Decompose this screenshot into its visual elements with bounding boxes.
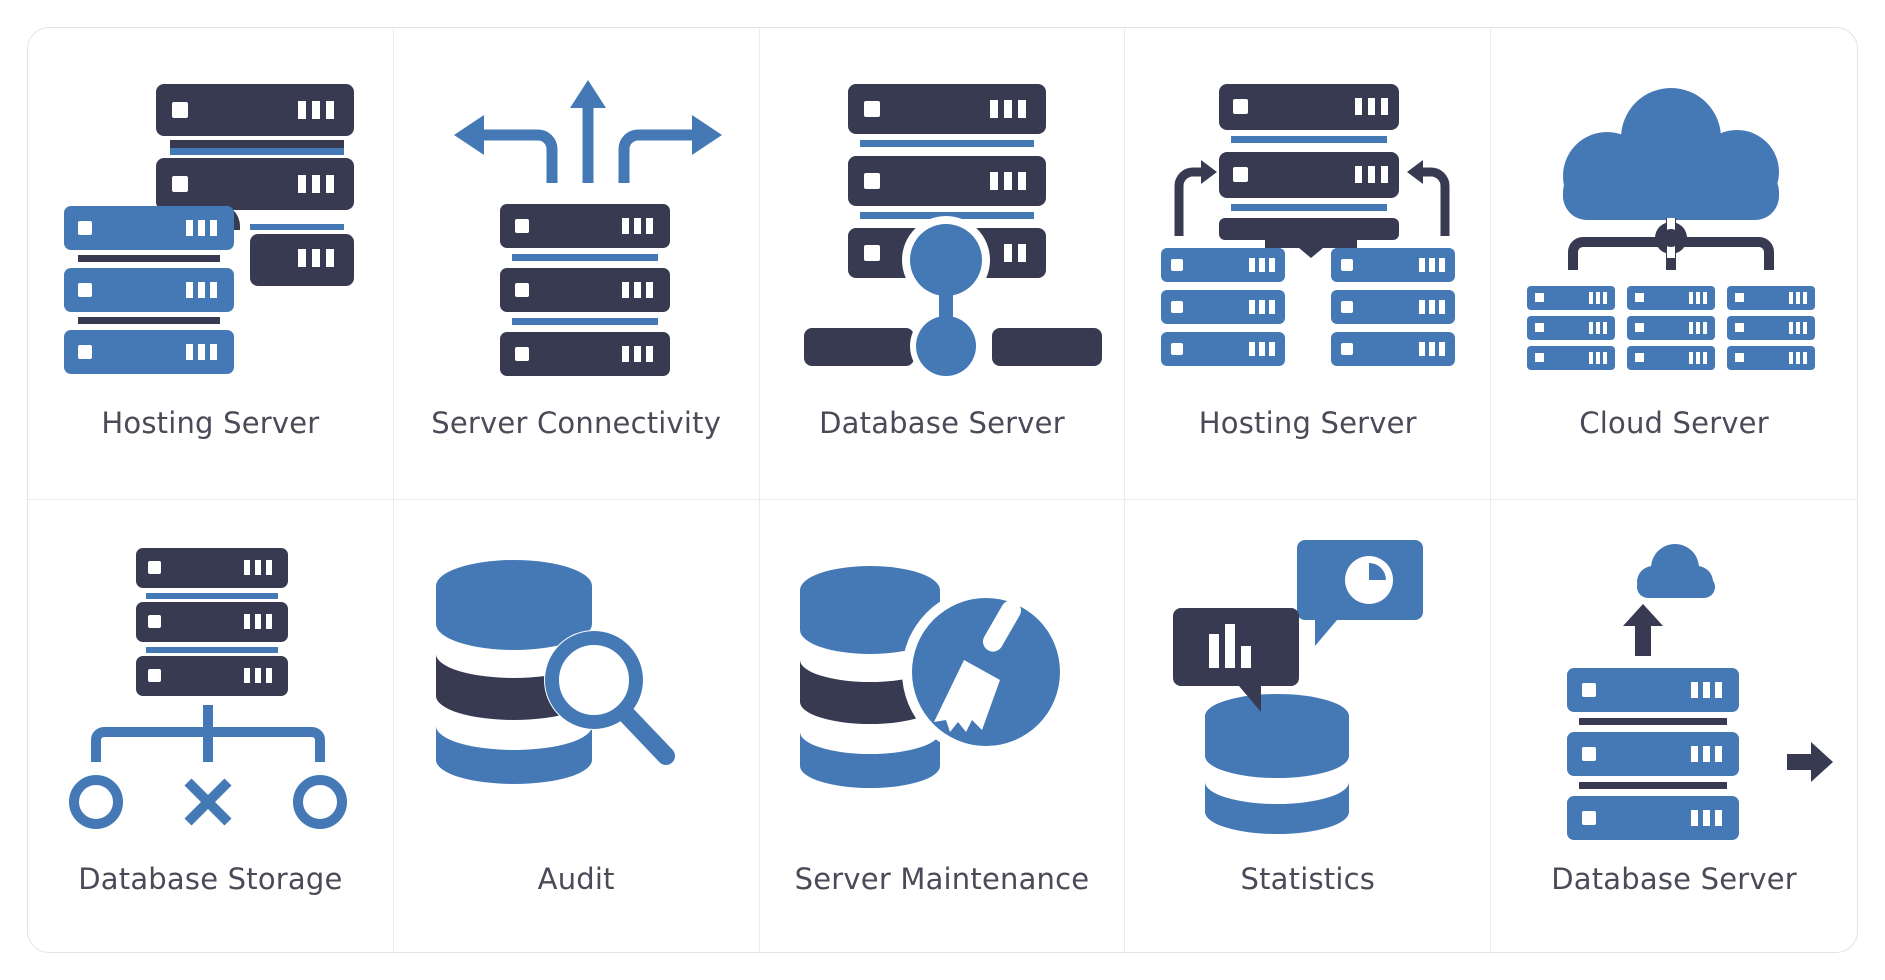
tile-label: Statistics [1240, 862, 1376, 896]
icon-tile-audit: Audit [394, 500, 760, 952]
audit-icon [394, 500, 759, 952]
icon-tile-database-server: Database Server [759, 28, 1126, 500]
icon-tile-hosting-server-network: Hosting Server [1125, 28, 1492, 500]
server-connectivity-icon [394, 28, 759, 499]
statistics-icon [1125, 500, 1490, 952]
tile-label: Audit [537, 862, 615, 896]
database-server-upload-icon [1491, 500, 1857, 952]
icon-tile-database-storage: Database Storage [28, 500, 394, 952]
hosting-server-network-icon [1125, 28, 1490, 499]
tile-label: Database Server [1551, 862, 1797, 896]
hosting-server-icon [28, 28, 393, 499]
database-storage-icon [28, 500, 393, 952]
cloud-server-icon [1491, 28, 1857, 499]
icon-tile-statistics: Statistics [1125, 500, 1492, 952]
icon-tile-cloud-server: Cloud Server [1491, 28, 1857, 500]
tile-label: Cloud Server [1579, 406, 1769, 440]
icon-tile-server-connectivity: Server Connectivity [393, 28, 760, 500]
server-maintenance-icon [760, 500, 1125, 952]
tile-label: Hosting Server [1198, 406, 1417, 440]
tile-label: Server Maintenance [794, 862, 1090, 896]
tile-label: Database Storage [78, 862, 343, 896]
tile-label: Hosting Server [101, 406, 320, 440]
icon-tile-hosting-server: Hosting Server [28, 28, 394, 500]
tile-label: Server Connectivity [431, 406, 722, 440]
icon-tile-database-server-upload: Database Server [1491, 500, 1857, 952]
database-server-icon [760, 28, 1125, 499]
icon-set-panel: Hosting Server [27, 27, 1858, 953]
tile-label: Database Server [819, 406, 1065, 440]
icon-tile-server-maintenance: Server Maintenance [760, 500, 1126, 952]
